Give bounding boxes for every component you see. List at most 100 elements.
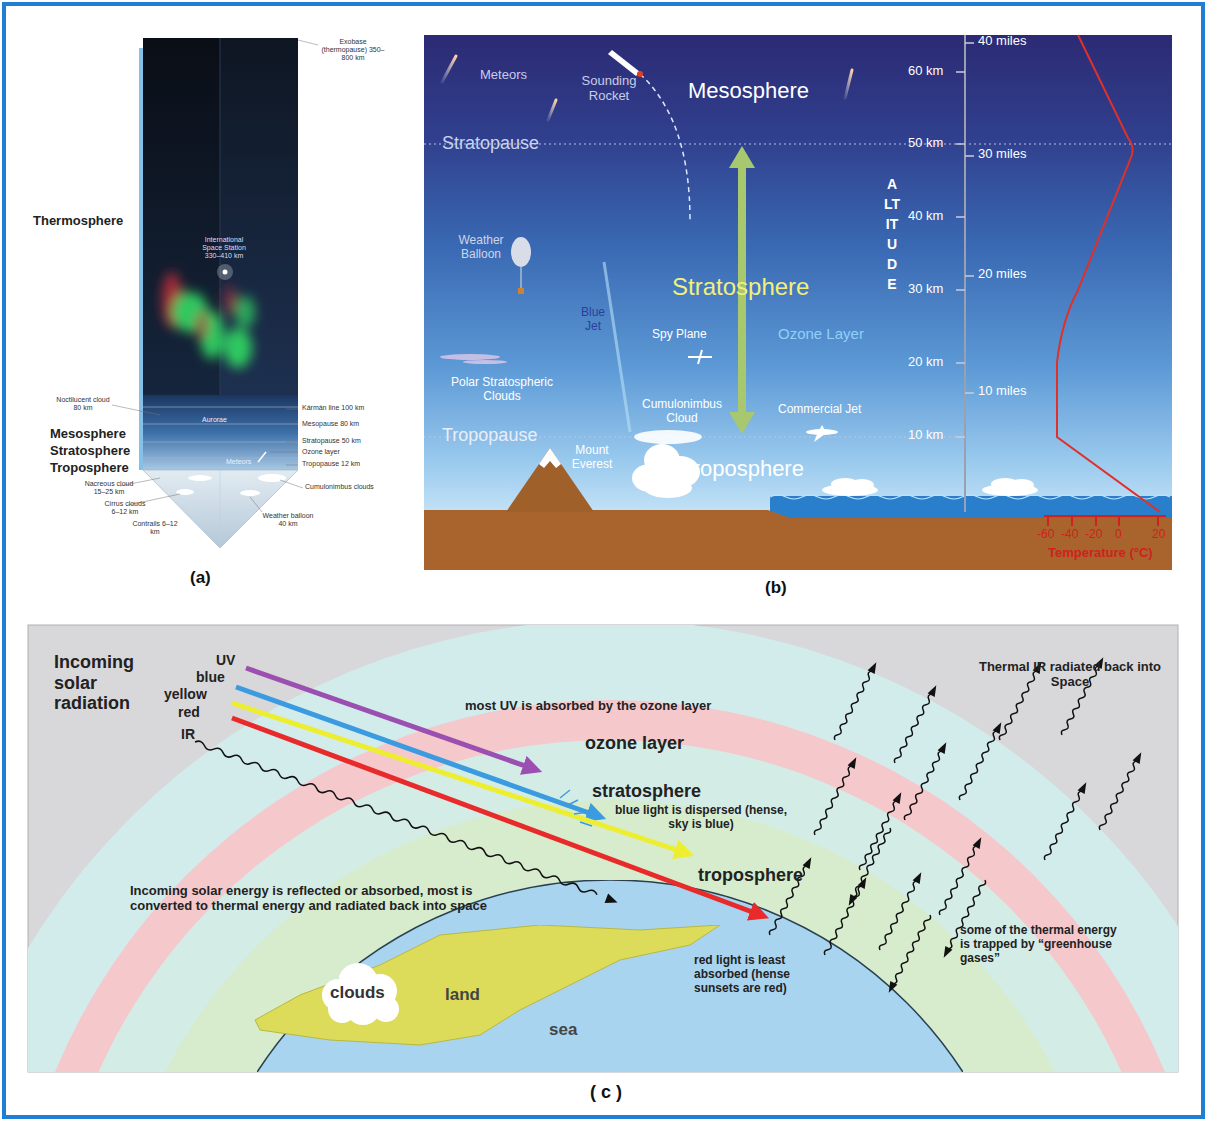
station-glow (217, 264, 233, 280)
object-label: Meteors (480, 68, 527, 83)
annotation: some of the thermal energy is trapped by… (960, 924, 1122, 965)
annotation: red light is least absorbed (hense sunse… (694, 954, 832, 995)
object-note: Noctilucent cloud 80 km (52, 396, 114, 412)
leader-lines (112, 40, 318, 512)
altitude-tick: 10 km (908, 428, 943, 443)
temperature-tick: -40 (1061, 528, 1078, 542)
uv-ray (246, 668, 528, 767)
ray-name: red (178, 704, 200, 720)
outer-band (28, 625, 1178, 1072)
object-note: Cumulonimbus clouds (305, 483, 374, 491)
boundary-note: Stratopause 50 km (302, 437, 361, 445)
temperature-tick: -20 (1085, 528, 1102, 542)
altitude-tick: 40 km (908, 209, 943, 224)
annotation: blue light is dispersed (hense, sky is b… (612, 804, 790, 832)
aurora (162, 272, 255, 368)
ray-name: IR (181, 726, 195, 742)
land-mass: land (250, 925, 730, 1050)
meteors (442, 56, 852, 120)
weather-balloon (511, 237, 531, 294)
node-text: ( c ) (590, 1082, 622, 1103)
boundary-note: Tropopause 12 km (302, 460, 360, 468)
layer-lines (143, 407, 298, 458)
energy-balance-background (0, 620, 1207, 1121)
small-clouds (176, 474, 286, 496)
meteor-streak (258, 452, 266, 462)
ocean (770, 496, 1172, 518)
layer-name: ozone layer (585, 733, 684, 754)
layer-name: Troposphere (680, 456, 804, 481)
temperature-tick: 0 (1115, 528, 1122, 542)
annotation: Incoming solar energy is reflected or ab… (130, 884, 508, 914)
layer-name: troposphere (698, 865, 803, 886)
temperature-tick: -60 (1037, 528, 1054, 542)
base-wedge (143, 470, 298, 548)
object-note: Meteors (226, 458, 251, 466)
altitude-tick: 20 miles (978, 267, 1026, 282)
spy-plane (688, 350, 712, 364)
altitude-tick: 30 miles (978, 147, 1026, 162)
boundary-name: Tropopause (442, 425, 537, 446)
atmosphere-profile (424, 35, 1172, 570)
altitude-axis (964, 35, 966, 512)
temperature-axis (1044, 516, 1166, 526)
node-text: (b) (765, 578, 787, 598)
altitude-tick: 50 km (908, 136, 943, 151)
object-label: Weather Balloon (450, 234, 512, 262)
jet (806, 425, 838, 442)
waves (770, 495, 1170, 499)
thermosphere-bar (139, 48, 143, 470)
land-outline (250, 925, 730, 1050)
layer-name: Stratosphere (672, 273, 809, 301)
boundary-name: Stratopause (442, 133, 539, 154)
panel-heading: Incoming solar radiation (54, 652, 166, 714)
object-note: Contrails 6–12 km (130, 520, 180, 536)
altitude-tick: 30 km (908, 282, 943, 297)
object-label: Ozone Layer (778, 325, 864, 342)
temperature-curve (1057, 35, 1160, 512)
altitude-tick: 40 miles (978, 34, 1026, 49)
node-text: sea (549, 1020, 577, 1040)
object-label: Commercial Jet (778, 403, 861, 417)
stratosphere-band (50, 740, 1170, 1072)
boundary-note: Kármán line 100 km (302, 404, 364, 412)
altitude-tick: 20 km (908, 355, 943, 370)
node-text: land (445, 985, 480, 1005)
axis-ticks (956, 43, 974, 437)
boundary-lines (424, 144, 1172, 437)
object-note: Aurorae (202, 416, 227, 424)
layer-name: Troposphere (50, 461, 129, 476)
object-label: Blue Jet (574, 306, 612, 334)
ray-name: UV (216, 652, 235, 668)
object-label: Spy Plane (652, 328, 707, 342)
layer-name: stratosphere (592, 781, 701, 802)
layer-name: Mesosphere (688, 78, 809, 103)
object-label: Polar Stratospheric Clouds (436, 376, 568, 404)
object-note: Nacreous cloud 15–25 km (84, 480, 134, 496)
cloud-shape: clouds (318, 955, 403, 1030)
low-clouds (822, 478, 1038, 496)
blue-jet (604, 262, 630, 432)
temperature-tick: 20 (1152, 528, 1165, 542)
base-edge (220, 470, 221, 548)
object-note: Cirrus clouds 6–12 km (100, 500, 150, 516)
lower-layers (143, 395, 298, 470)
object-label: Mount Everest (564, 444, 620, 472)
space-station (223, 270, 228, 275)
axis-title: Temperature (°C) (1048, 546, 1153, 561)
sky (424, 35, 1172, 512)
layer-name: Stratosphere (50, 444, 130, 459)
stratospheric-clouds (440, 354, 507, 364)
annotation: Thermal IR radiated back into Space (975, 660, 1165, 690)
object-note: Weather balloon 40 km (258, 512, 318, 528)
ir-ray (193, 737, 619, 907)
ray-name: yellow (164, 686, 207, 702)
altitude-tick: 10 miles (978, 384, 1026, 399)
axis-title: ALTITUDE (883, 174, 901, 294)
yellow-ray (232, 703, 680, 851)
scatter-dashes (560, 790, 592, 826)
boundary-note: Mesopause 80 km (302, 420, 359, 428)
